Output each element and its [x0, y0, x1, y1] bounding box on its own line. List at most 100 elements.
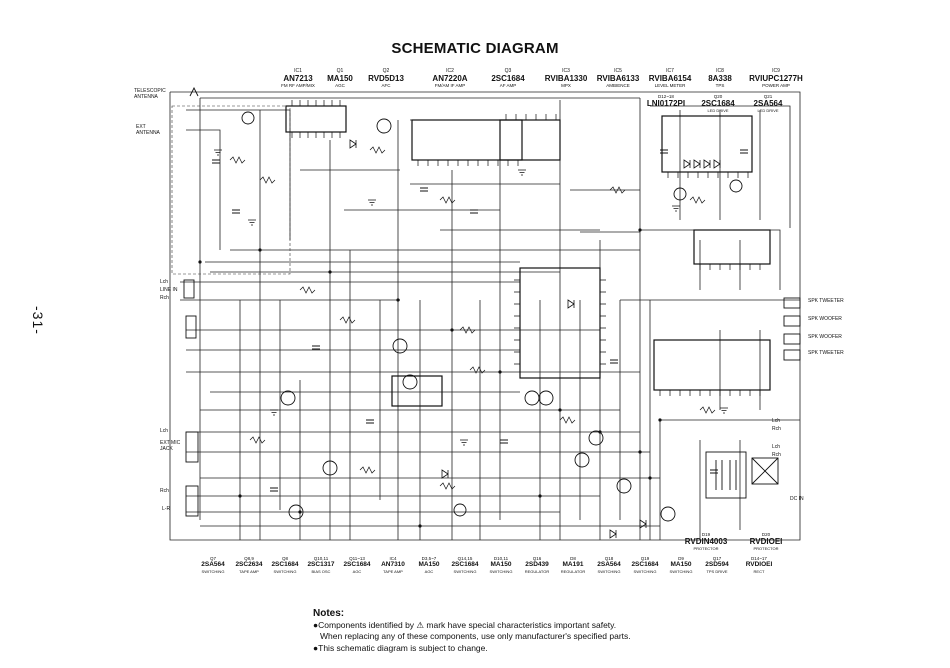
part-function: AFC: [381, 83, 391, 88]
note-line: When replacing any of these components, …: [320, 631, 631, 641]
part-number: 2SD594: [705, 561, 729, 568]
part-function: BIAS OSC: [311, 569, 331, 574]
output-label-rch: Rch: [772, 426, 781, 432]
part-number: AN7310: [381, 561, 405, 568]
part-ref: Q21: [763, 94, 773, 99]
note-line: ●Components identified by ⚠ mark have sp…: [313, 619, 617, 630]
part-number: MA150: [327, 74, 353, 83]
part-function: TPS: [715, 83, 725, 88]
transistor-symbol: [392, 338, 408, 354]
output-connectors: [705, 297, 801, 499]
ic3-body: [499, 119, 561, 161]
part-ref: Q1: [336, 68, 344, 74]
part-ref: IC4: [389, 556, 397, 561]
transistors: [241, 111, 743, 522]
notes-heading: Notes:: [313, 608, 345, 619]
speaker-terminal: [783, 333, 801, 345]
transistor-symbol: [280, 390, 296, 406]
part-number: RVDIN4003: [684, 537, 728, 546]
part-ref: Q10,11: [313, 556, 329, 561]
part-number: 8A338: [708, 74, 732, 83]
input-jacks: [183, 86, 199, 517]
part-ref: D19: [701, 532, 711, 537]
part-ref: Q17: [712, 556, 722, 561]
part-function: TPS DRIVE: [706, 569, 728, 574]
part-number: RVIBA1330: [544, 74, 588, 83]
part-ref: IC2: [446, 68, 454, 74]
output-label-spk-tweeter: SPK TWEETER: [808, 350, 844, 356]
part-function: FM/AM IF AMP: [434, 83, 466, 88]
part-ref: D10,11: [493, 556, 509, 561]
part-function: FM RF AMP/MIX: [281, 83, 315, 88]
ground-symbols: [214, 149, 728, 446]
part-number: 2SA564: [201, 561, 225, 568]
part-ref: IC7: [666, 68, 674, 74]
mic-jack-r: [185, 485, 199, 517]
integrated-circuits: [285, 105, 771, 407]
part-ref: Q20: [713, 94, 723, 99]
part-number: 2SC1684: [491, 74, 525, 83]
ic4-body: [391, 375, 443, 407]
part-function: SWITCHING: [201, 569, 225, 574]
junction-dots: [198, 228, 662, 528]
part-function: AMBIENCE: [606, 83, 630, 88]
input-label-rch: Rch: [160, 295, 169, 301]
part-ref: D20: [761, 532, 771, 537]
part-ref: Q14,15: [457, 556, 473, 561]
transistor-symbol: [241, 111, 255, 125]
part-number: 2SC1684: [701, 99, 735, 108]
capacitors: [212, 149, 748, 492]
part-function: SWITCHING: [669, 569, 693, 574]
part-number: 2SC1684: [271, 561, 299, 568]
input-label-lch: Lch: [160, 279, 169, 285]
power-transformer: [705, 451, 747, 499]
ic2-body: [411, 119, 523, 161]
part-ref: Q8: [281, 556, 288, 561]
part-ref: D12~18: [658, 94, 674, 99]
speaker-terminal: [783, 315, 801, 327]
output-label-dc-in: DC IN: [790, 496, 804, 502]
part-function: TAPE AMP: [383, 569, 403, 574]
part-function: LEVEL METER: [654, 83, 686, 88]
ic9-body: [653, 339, 771, 391]
part-number: LNI0172PI: [646, 99, 686, 108]
input-label-lch: Lch: [160, 428, 169, 434]
ic1-body: [285, 105, 347, 133]
part-function: TAPE AMP: [239, 569, 259, 574]
part-number: 2SC1684: [631, 561, 659, 568]
rec-jack: [185, 315, 197, 339]
part-function: AGC: [352, 569, 362, 574]
part-ref: IC1: [294, 68, 302, 74]
transformer-windings: [715, 460, 737, 490]
part-ref: D14~17: [751, 556, 767, 561]
part-ref: IC9: [772, 68, 780, 74]
input-label-l-r: L-R: [162, 506, 171, 512]
part-ref: IC3: [562, 68, 570, 74]
speaker-terminal: [783, 349, 801, 361]
part-number: MA150: [418, 561, 440, 568]
part-number: 2SA564: [597, 561, 621, 568]
part-number: 2SC2634: [235, 561, 263, 568]
mic-jack-l: [185, 431, 199, 463]
part-function: AF AMP: [499, 83, 517, 88]
